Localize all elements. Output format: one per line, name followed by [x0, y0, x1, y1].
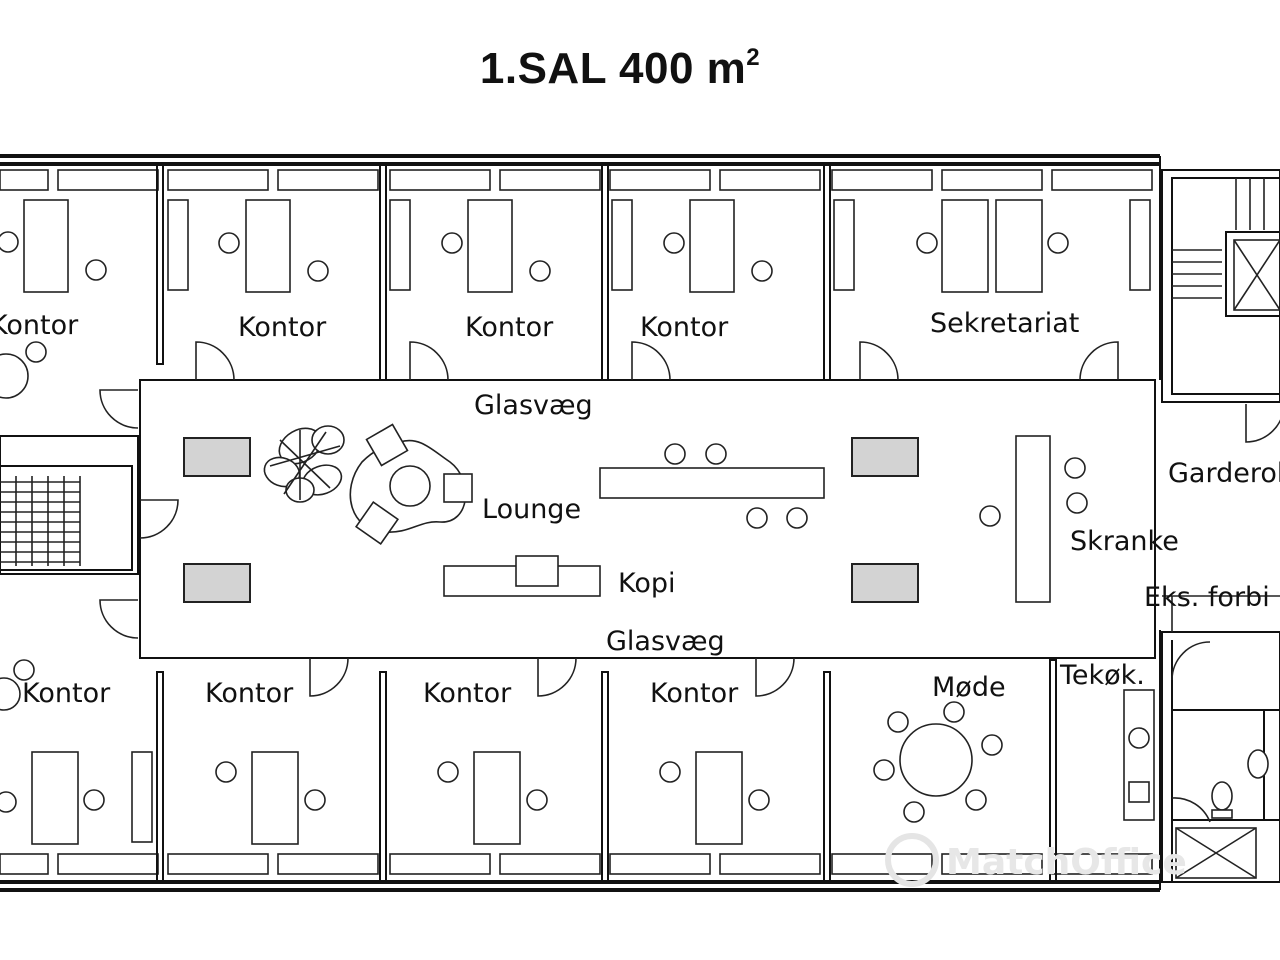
label-kontor-3: Kontor — [465, 312, 554, 343]
lounge-furniture — [349, 423, 473, 546]
windows-bottom — [0, 853, 1153, 875]
label-kontor-6: Kontor — [205, 678, 294, 709]
label-glasvaeg-top: Glasvæg — [474, 390, 593, 421]
watermark: MatchOffice — [885, 833, 1187, 887]
label-kontor-7: Kontor — [423, 678, 512, 709]
floor-title: 1.SAL 400 m2 — [0, 44, 1240, 94]
label-kontor-5: Kontor — [22, 678, 111, 709]
label-garderobe: Garderobe — [1168, 458, 1280, 489]
label-kontor-8: Kontor — [650, 678, 739, 709]
label-kontor-4: Kontor — [640, 312, 729, 343]
meeting-table — [873, 701, 1003, 823]
doors — [99, 341, 1280, 823]
watermark-text: MatchOffice — [946, 842, 1187, 883]
corridor-furniture — [183, 435, 1088, 603]
label-eks-forbi: Eks. forbi — [1144, 582, 1270, 613]
label-kopi: Kopi — [618, 568, 676, 599]
label-mode: Møde — [932, 672, 1006, 703]
label-sekretariat: Sekretariat — [930, 308, 1079, 339]
floor-title-superscript: 2 — [746, 44, 761, 71]
label-kontor-1: Kontor — [0, 310, 79, 341]
floor-title-text: 1.SAL 400 m — [479, 44, 747, 93]
label-kontor-2: Kontor — [238, 312, 327, 343]
bottom-office-furniture — [0, 659, 770, 845]
windows-top — [0, 169, 1153, 191]
label-tekok: Tekøk. — [1059, 660, 1145, 691]
top-office-furniture — [0, 199, 1151, 399]
right-stairwell — [1161, 169, 1280, 403]
label-lounge: Lounge — [482, 494, 581, 525]
partition-walls-bottom — [156, 659, 1057, 883]
corridor — [139, 379, 1156, 659]
toilet-area — [1123, 595, 1280, 883]
label-skranke: Skranke — [1070, 526, 1179, 557]
left-stairwell — [0, 435, 139, 575]
plant-icon — [263, 425, 345, 503]
outer-walls — [0, 154, 1161, 892]
room-labels: Kontor Kontor Kontor Kontor Sekretariat … — [0, 308, 1280, 709]
label-glasvaeg-bottom: Glasvæg — [606, 626, 725, 657]
